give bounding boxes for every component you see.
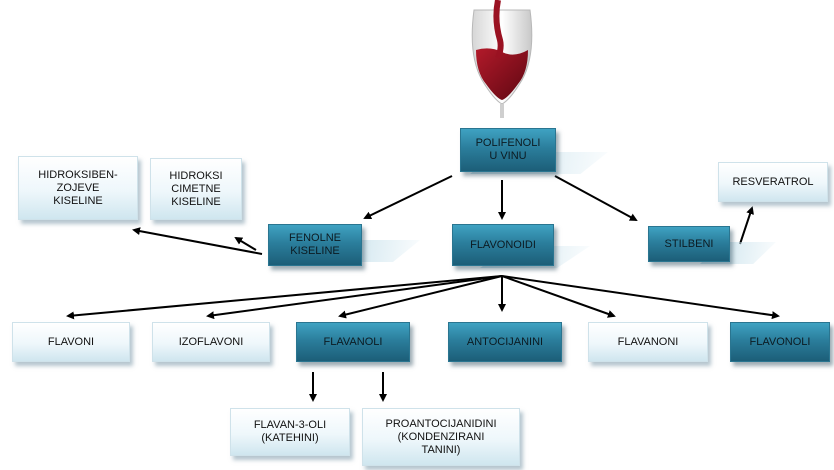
node-flavanoli: FLAVANOLI	[296, 322, 410, 362]
node-flavonoli: FLAVONOLI	[730, 322, 830, 362]
node-polifenoli: POLIFENOLI U VINU	[460, 128, 556, 172]
node-fenolne-kiseline: FENOLNE KISELINE	[268, 224, 362, 266]
node-stilbeni: STILBENI	[648, 226, 730, 262]
wine-glass-icon	[471, 0, 533, 118]
node-flavonoidi: FLAVONOIDI	[452, 224, 554, 266]
node-proantocijanidini: PROANTOCIJANIDINI (KONDENZIRANI TANINI)	[362, 408, 520, 466]
node-hidroksibenzojeve-kiseline: HIDROKSIBEN- ZOJEVE KISELINE	[18, 156, 138, 220]
node-flavanoni: FLAVANONI	[588, 322, 708, 362]
node-resveratrol: RESVERATROL	[718, 162, 828, 202]
node-izoflavoni: IZOFLAVONI	[152, 322, 270, 362]
node-flavan-3-oli: FLAVAN-3-OLI (KATEHINI)	[230, 408, 350, 456]
node-flavoni: FLAVONI	[12, 322, 130, 362]
node-hidroksicimetne-kiseline: HIDROKSI CIMETNE KISELINE	[150, 158, 242, 220]
node-antocijanini: ANTOCIJANINI	[448, 322, 562, 362]
